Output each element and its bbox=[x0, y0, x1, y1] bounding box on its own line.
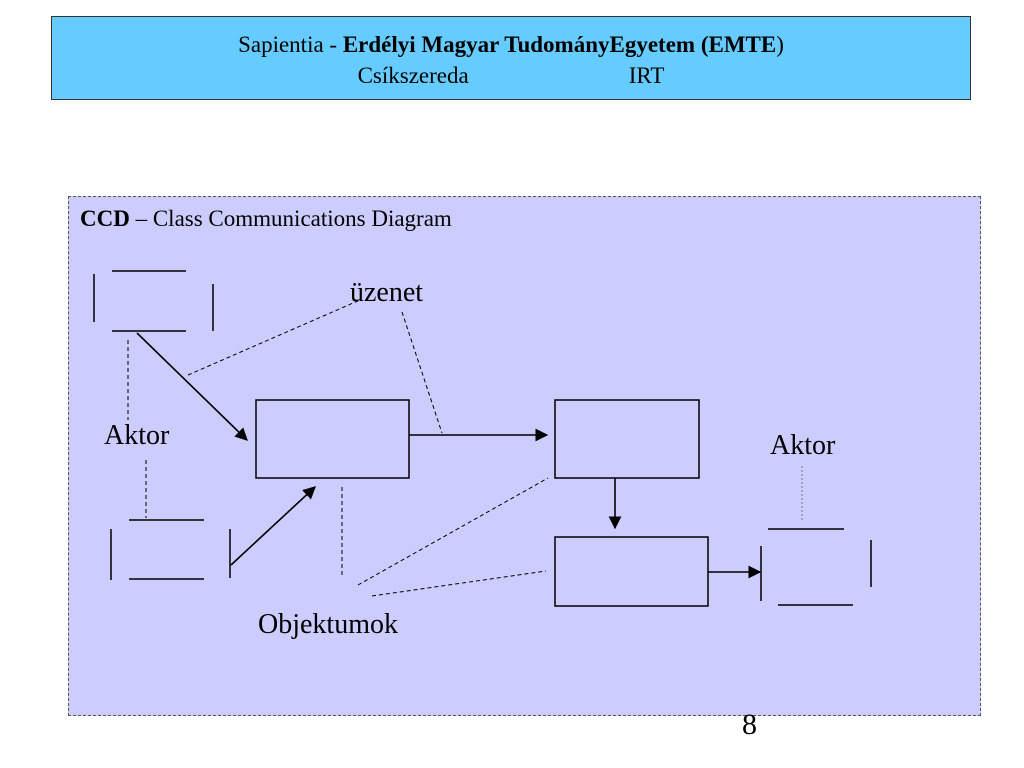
actor-symbol-bottom-left bbox=[110, 519, 231, 580]
object-box-2 bbox=[554, 399, 700, 479]
diagram-title: CCD – Class Communications Diagram bbox=[80, 206, 452, 232]
label-objects: Objektumok bbox=[258, 609, 398, 640]
page-number: 8 bbox=[742, 708, 757, 741]
diagram-panel bbox=[68, 196, 981, 716]
callout-lines bbox=[127, 299, 549, 597]
header-city: Csíkszereda bbox=[357, 63, 469, 88]
object-box-1 bbox=[255, 399, 410, 479]
message-arrows bbox=[136, 332, 762, 579]
header-line-1: Sapientia - Erdélyi Magyar TudományEgyet… bbox=[52, 29, 970, 60]
header-prefix: Sapientia - bbox=[238, 32, 343, 57]
header-suffix: ) bbox=[776, 32, 784, 57]
header-university: Erdélyi Magyar TudományEgyetem (EMTE bbox=[342, 32, 777, 57]
header-line-2: Csíkszereda IRT bbox=[52, 60, 970, 91]
diagram-title-text: – Class Communications Diagram bbox=[129, 206, 452, 231]
diagram-title-abbrev: CCD bbox=[80, 206, 130, 231]
label-message: üzenet bbox=[350, 277, 424, 308]
label-actor-left: Aktor bbox=[104, 420, 170, 451]
actor-symbol-top-left bbox=[93, 270, 214, 332]
label-actor-right: Aktor bbox=[770, 430, 836, 461]
arrow-actor1-to-object1 bbox=[136, 332, 248, 441]
actor-symbol-right bbox=[760, 528, 872, 606]
header-dept: IRT bbox=[628, 63, 665, 88]
arrow-actor2-to-object1 bbox=[230, 486, 316, 566]
object-box-3 bbox=[554, 536, 709, 607]
slide-header: Sapientia - Erdélyi Magyar TudományEgyet… bbox=[51, 16, 971, 100]
